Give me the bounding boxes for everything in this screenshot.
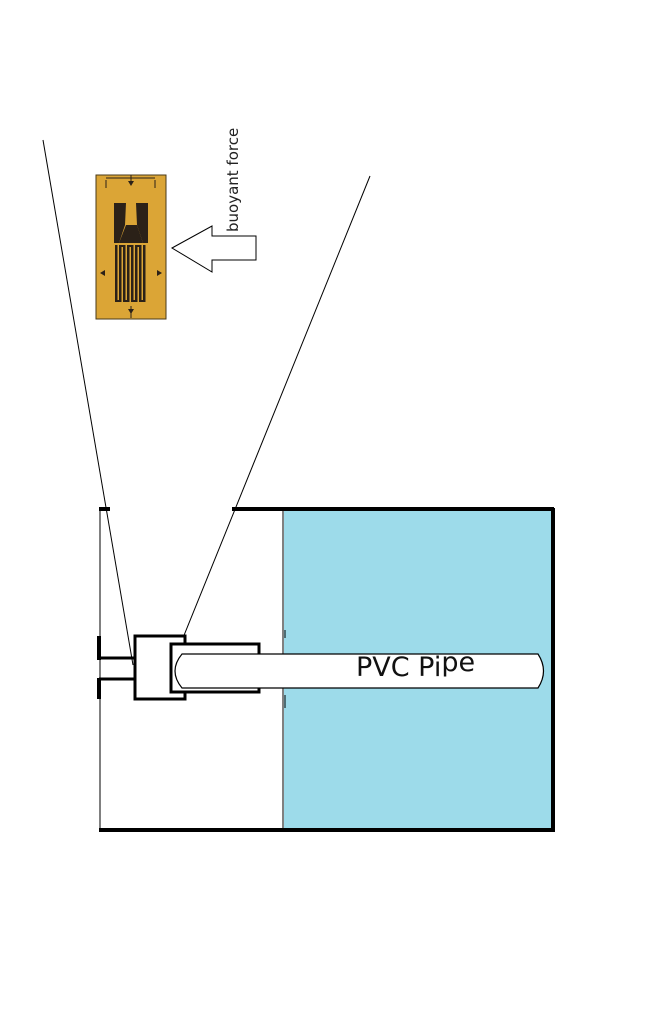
tank-outline xyxy=(99,507,555,832)
buoyant-force-label: buoyant force xyxy=(224,127,242,232)
left-arrow-icon xyxy=(170,225,257,273)
pvc-pipe-label-end: pe xyxy=(441,647,476,678)
pvc-pipe-label: PVC Pipe xyxy=(356,647,475,683)
sight-line-left xyxy=(42,139,134,666)
strain-gauge-icon xyxy=(95,174,167,320)
pvc-pipe-label-main: PVC Pi xyxy=(356,652,442,683)
pvc-pipe xyxy=(174,653,545,689)
sight-line-right xyxy=(171,175,371,666)
